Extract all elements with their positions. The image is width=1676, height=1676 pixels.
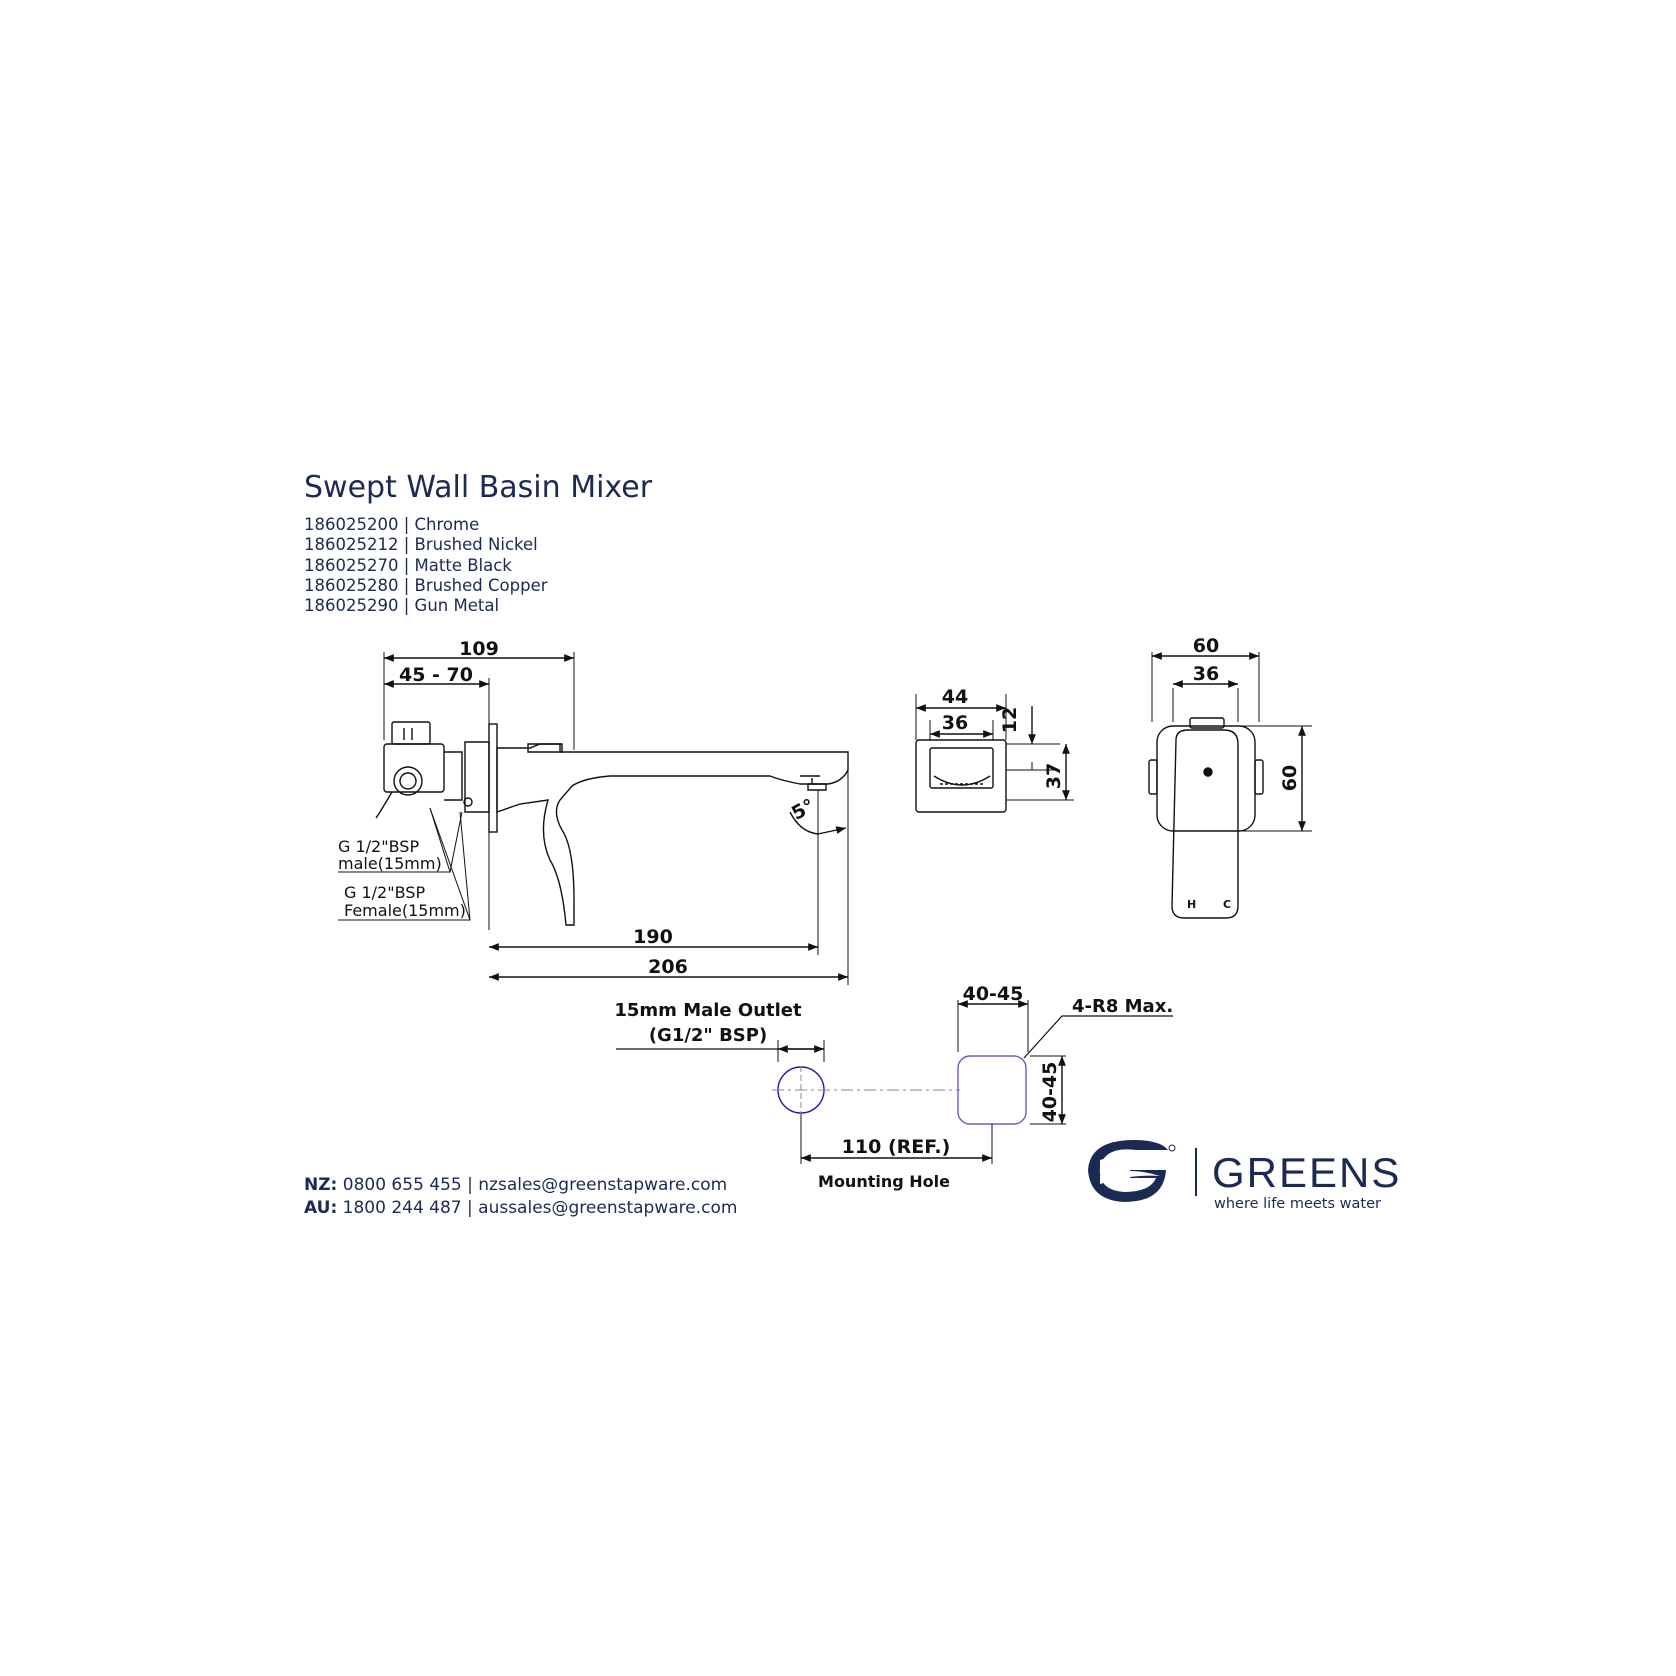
- dim-40-45-height: 40-45: [1039, 1062, 1061, 1123]
- female-thread-label-line2: Female(15mm): [344, 901, 466, 920]
- male-thread-label-line2: male(15mm): [338, 854, 442, 873]
- dim-44: 44: [942, 686, 968, 708]
- cutout-labels: 15mm Male Outlet (G1/2" BSP) 40-45 40-45…: [614, 983, 1173, 1191]
- brand-divider: [1195, 1148, 1197, 1196]
- dim-206: 206: [648, 956, 688, 978]
- female-thread-label-line1: G 1/2"BSP: [344, 883, 425, 902]
- dim-40-45-width: 40-45: [963, 983, 1024, 1005]
- dim-60-height: 60: [1279, 765, 1301, 791]
- dim-109: 109: [459, 638, 499, 660]
- angle-5-degrees: 5°: [788, 795, 818, 825]
- cutout-view: [616, 1000, 1173, 1164]
- product-title: Swept Wall Basin Mixer: [304, 470, 653, 505]
- side-view-labels: 109 45 - 70 190 206 5° G 1/2"BSP male(15…: [338, 638, 818, 978]
- product-code-brushed-nickel: 186025212 | Brushed Nickel: [304, 535, 538, 555]
- product-code-matte-black: 186025270 | Matte Black: [304, 555, 512, 575]
- product-code-gun-metal: 186025290 | Gun Metal: [304, 596, 500, 616]
- side-view: [338, 652, 849, 985]
- product-code-chrome: 186025200 | Chrome: [304, 515, 480, 534]
- brand-name: GREENS: [1212, 1149, 1402, 1196]
- dim-12: 12: [999, 707, 1021, 733]
- male-thread-label-line1: G 1/2"BSP: [338, 837, 419, 856]
- dim-60-width: 60: [1193, 635, 1219, 657]
- product-code-list: 186025200 | Chrome 186025212 | Brushed N…: [304, 515, 548, 616]
- front-view: [1148, 652, 1312, 919]
- dim-45-70: 45 - 70: [399, 664, 473, 686]
- dim-36-spout: 36: [942, 712, 968, 734]
- spout-front-view: [915, 694, 1074, 813]
- outlet-label-line2: (G1/2" BSP): [649, 1025, 767, 1046]
- spout-front-labels: 44 36 12 37: [942, 686, 1065, 789]
- contact-block: NZ: 0800 655 455 | nzsales@greenstapware…: [304, 1174, 737, 1220]
- product-code-brushed-copper: 186025280 | Brushed Copper: [304, 575, 548, 595]
- mounting-hole-label: Mounting Hole: [818, 1172, 950, 1191]
- greens-logo-icon: [1088, 1140, 1176, 1202]
- nz-contact: NZ: 0800 655 455 | nzsales@greenstapware…: [304, 1175, 728, 1195]
- dim-36-plate: 36: [1193, 663, 1219, 685]
- outlet-label-line1: 15mm Male Outlet: [614, 1000, 802, 1021]
- front-view-labels: 60 36 60 H C: [1187, 635, 1301, 911]
- dim-37: 37: [1043, 763, 1065, 789]
- cold-mark: C: [1223, 898, 1231, 911]
- brand-tagline: where life meets water: [1214, 1196, 1381, 1212]
- hot-mark: H: [1187, 898, 1196, 911]
- radius-note: 4-R8 Max.: [1072, 996, 1173, 1017]
- au-contact: AU: 1800 244 487 | aussales@greenstapwar…: [304, 1198, 738, 1218]
- dim-190: 190: [633, 926, 673, 948]
- dim-110-ref: 110 (REF.): [842, 1136, 951, 1158]
